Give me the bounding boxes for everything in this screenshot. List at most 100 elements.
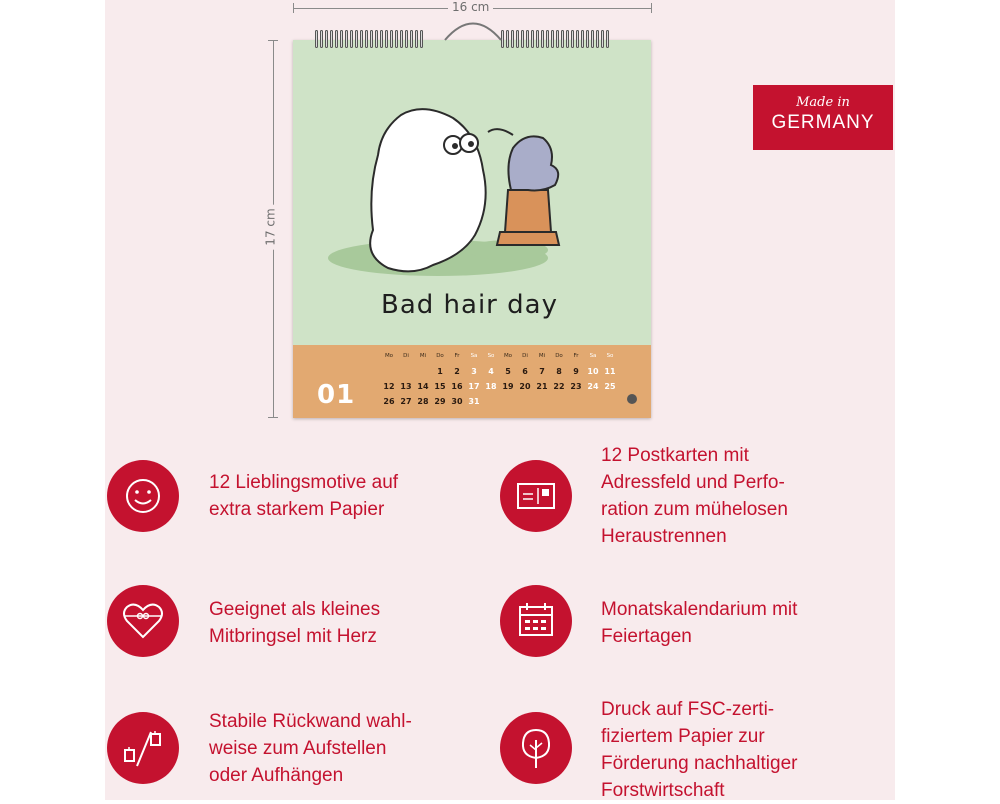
- spiral-loop: [355, 30, 358, 48]
- weekday-label: Mi: [419, 353, 427, 359]
- made-in-germany-badge: Made in GERMANY: [753, 85, 893, 150]
- gift-heart-icon: [107, 585, 179, 657]
- spiral-loop: [606, 30, 609, 48]
- spiral-loop: [546, 30, 549, 48]
- spiral-loop: [591, 30, 594, 48]
- calendar-day: 28: [417, 397, 429, 406]
- badge-line-1: Made in: [796, 95, 850, 110]
- weekday-label: Di: [522, 353, 528, 359]
- month-number: 01: [317, 380, 356, 410]
- calendar-day: 30: [451, 397, 463, 406]
- weekday-label: Do: [436, 353, 444, 359]
- calendar-icon: [500, 585, 572, 657]
- spiral-loop: [330, 30, 333, 48]
- calendar-day: 16: [451, 382, 463, 391]
- spiral-loop: [395, 30, 398, 48]
- publisher-logo: [627, 394, 637, 404]
- calendar-day: 8: [556, 367, 562, 376]
- spiral-loop: [531, 30, 534, 48]
- calendar-day: 29: [434, 397, 446, 406]
- spiral-loop: [566, 30, 569, 48]
- height-label: 17 cm: [263, 204, 278, 250]
- spiral-loop: [350, 30, 353, 48]
- weekday-label: Fr: [573, 353, 579, 359]
- spiral-loop: [581, 30, 584, 48]
- calendar-day: 14: [417, 382, 429, 391]
- width-tick-left: [293, 3, 294, 13]
- calendar-day: 21: [536, 382, 548, 391]
- weekday-label: Mi: [538, 353, 546, 359]
- spiral-loop: [335, 30, 338, 48]
- spiral-loop: [385, 30, 388, 48]
- calendar-day: 25: [604, 382, 616, 391]
- calendar-day: 26: [383, 397, 395, 406]
- spiral-loop: [370, 30, 373, 48]
- spiral-binding-right: [501, 30, 609, 50]
- weekday-label: Mo: [384, 353, 394, 359]
- feature-text-fsc: Druck auf FSC-zerti- fiziertem Papier zu…: [601, 699, 798, 801]
- spiral-loop: [571, 30, 574, 48]
- calendar-day: 27: [400, 397, 412, 406]
- spiral-loop: [576, 30, 579, 48]
- calendar-day: 19: [502, 382, 514, 391]
- cats-illustration: [328, 108, 561, 276]
- spiral-loop: [521, 30, 524, 48]
- calendar-day: 3: [471, 367, 477, 376]
- calendar-day: 6: [522, 367, 528, 376]
- weekday-label: So: [487, 353, 495, 359]
- width-label: 16 cm: [448, 0, 494, 14]
- calendar-day: 13: [400, 382, 412, 391]
- weekday-label: Mo: [503, 353, 513, 359]
- spiral-loop: [536, 30, 539, 48]
- smiley-icon: [107, 460, 179, 532]
- spiral-loop: [596, 30, 599, 48]
- weekday-label: Do: [555, 353, 563, 359]
- spiral-loop: [325, 30, 328, 48]
- calendar-day: 7: [539, 367, 545, 376]
- calendar-caption: Bad hair day: [381, 290, 558, 320]
- calendar-day: 12: [383, 382, 395, 391]
- spiral-loop: [360, 30, 363, 48]
- weekday-label: So: [606, 353, 614, 359]
- calendar-day: 4: [488, 367, 494, 376]
- spiral-loop: [415, 30, 418, 48]
- spiral-loop: [400, 30, 403, 48]
- calendar-day: 17: [468, 382, 480, 391]
- spiral-loop: [506, 30, 509, 48]
- spiral-loop: [340, 30, 343, 48]
- stand-hang-icon: [107, 712, 179, 784]
- tree-icon: [500, 712, 572, 784]
- calendar-day: 9: [573, 367, 579, 376]
- spiral-loop: [405, 30, 408, 48]
- badge-line-2: GERMANY: [771, 112, 875, 133]
- calendar-day: 10: [587, 367, 599, 376]
- spiral-loop: [390, 30, 393, 48]
- hanger-hook: [444, 22, 502, 41]
- spiral-loop: [365, 30, 368, 48]
- spiral-loop: [410, 30, 413, 48]
- height-tick-bottom: [268, 417, 278, 418]
- spiral-loop: [561, 30, 564, 48]
- spiral-loop: [345, 30, 348, 48]
- weekday-label: Fr: [454, 353, 460, 359]
- width-tick-right: [651, 3, 652, 13]
- feature-text-postcards: 12 Postkarten mit Adressfeld und Perfo- …: [601, 445, 788, 547]
- calendar-day: 11: [604, 367, 616, 376]
- calendar-day: 23: [570, 382, 582, 391]
- calendar-day: 24: [587, 382, 599, 391]
- spiral-loop: [511, 30, 514, 48]
- spiral-loop: [516, 30, 519, 48]
- spiral-loop: [551, 30, 554, 48]
- spiral-loop: [501, 30, 504, 48]
- calendar-day: 5: [505, 367, 511, 376]
- weekday-label: Sa: [470, 353, 478, 359]
- spiral-loop: [526, 30, 529, 48]
- weekday-label: Di: [403, 353, 409, 359]
- spiral-loop: [556, 30, 559, 48]
- feature-text-calendarium: Monatskalendarium mit Feiertagen: [601, 599, 798, 647]
- calendar-day: 1: [437, 367, 443, 376]
- feature-text-backboard: Stabile Rückwand wahl- weise zum Aufstel…: [209, 711, 412, 786]
- postcard-icon: [500, 460, 572, 532]
- spiral-loop: [380, 30, 383, 48]
